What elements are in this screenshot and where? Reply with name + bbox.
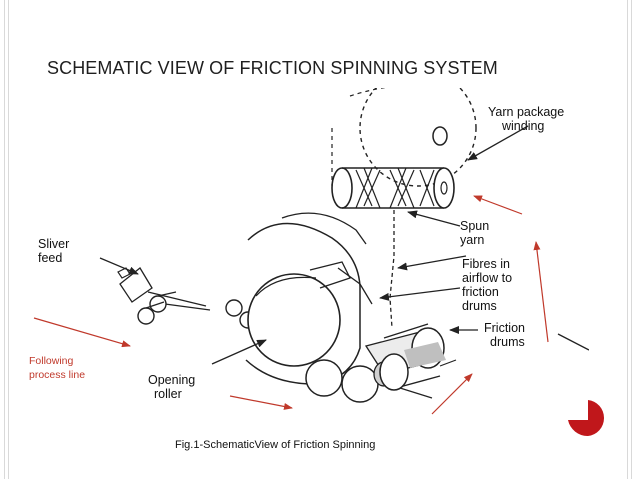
label-opening-1: Opening xyxy=(148,373,195,387)
label-arrows xyxy=(99,125,589,365)
figure-caption: Fig.1-SchematicView of Friction Spinning xyxy=(175,439,376,451)
left-border-line-inner xyxy=(8,0,9,479)
friction-drums xyxy=(305,323,457,403)
label-fibres-4: drums xyxy=(462,299,497,313)
label-fibres-3: friction xyxy=(462,285,499,299)
label-opening-2: roller xyxy=(154,387,182,401)
opening-roller xyxy=(245,212,373,385)
slide-title: SCHEMATIC VIEW OF FRICTION SPINNING SYST… xyxy=(47,58,498,78)
label-spun-1: Spun xyxy=(460,219,489,233)
label-sliver-1: Sliver xyxy=(38,237,69,251)
label-fibres-2: airflow to xyxy=(462,271,512,285)
label-fibres-1: Fibres in xyxy=(462,257,510,271)
note-line-1: Following xyxy=(29,355,74,367)
label-yarn-package-1: Yarn package xyxy=(488,105,564,119)
sliver-feed xyxy=(117,267,257,329)
winding-drum xyxy=(331,167,455,209)
process-line-arrows xyxy=(33,195,549,415)
label-spun-2: yarn xyxy=(460,233,484,247)
spun-yarn-path xyxy=(389,210,395,329)
note-line-2: process line xyxy=(29,369,85,381)
page-badge xyxy=(568,400,605,437)
right-border-line-inner xyxy=(631,0,632,479)
yarn-package xyxy=(331,88,477,187)
label-sliver-2: feed xyxy=(38,251,62,265)
left-border-line xyxy=(4,0,5,479)
label-friction-2: drums xyxy=(490,335,525,349)
right-border-line xyxy=(627,0,628,479)
label-friction-1: Friction xyxy=(484,321,525,335)
friction-spinning-diagram: Yarn package winding Spun yarn Fibres in… xyxy=(20,88,589,430)
label-yarn-package-2: winding xyxy=(501,119,544,133)
